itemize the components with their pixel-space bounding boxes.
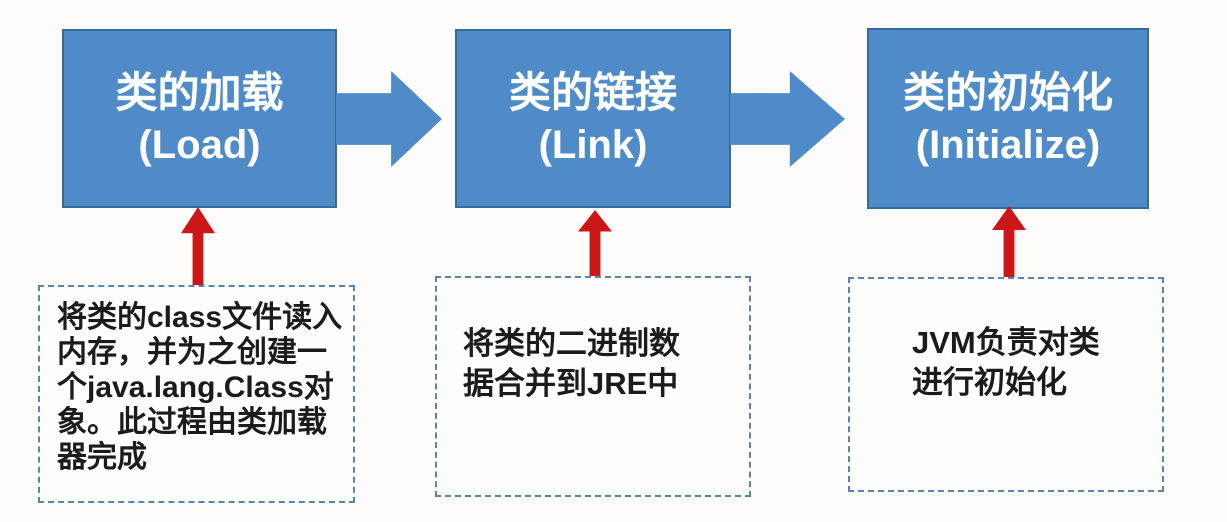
note-box-link: 将类的二进制数 据合并到JRE中 — [435, 276, 751, 497]
stage-load-subtitle: (Load) — [138, 122, 261, 167]
note-load-text: 将类的class文件读入 内存，并为之创建一 个java.lang.Class对… — [57, 301, 343, 474]
note-link-text: 将类的二进制数 据合并到JRE中 — [463, 326, 680, 401]
note-box-load: 将类的class文件读入 内存，并为之创建一 个java.lang.Class对… — [38, 285, 355, 503]
flow-right-arrow-icon — [730, 71, 845, 167]
up-arrow-icon-load — [181, 207, 215, 289]
stage-link-subtitle: (Link) — [538, 122, 648, 167]
stage-box-initialize: 类的初始化 (Initialize) — [867, 28, 1149, 209]
stage-initialize-subtitle: (Initialize) — [915, 122, 1101, 167]
flow-right-arrow-icon — [336, 71, 442, 167]
stage-link-title: 类的链接 — [508, 69, 677, 117]
note-initialize-text: JVM负责对类 进行初始化 — [912, 325, 1100, 400]
note-box-initialize: JVM负责对类 进行初始化 — [848, 277, 1164, 492]
stage-box-link: 类的链接 (Link) — [455, 29, 731, 208]
stage-load-title: 类的加载 — [115, 69, 284, 117]
up-arrow-icon-link — [578, 210, 612, 277]
stage-box-load: 类的加载 (Load) — [62, 29, 337, 208]
up-arrow-icon-initialize — [992, 206, 1026, 281]
stage-initialize-title: 类的初始化 — [902, 69, 1113, 117]
